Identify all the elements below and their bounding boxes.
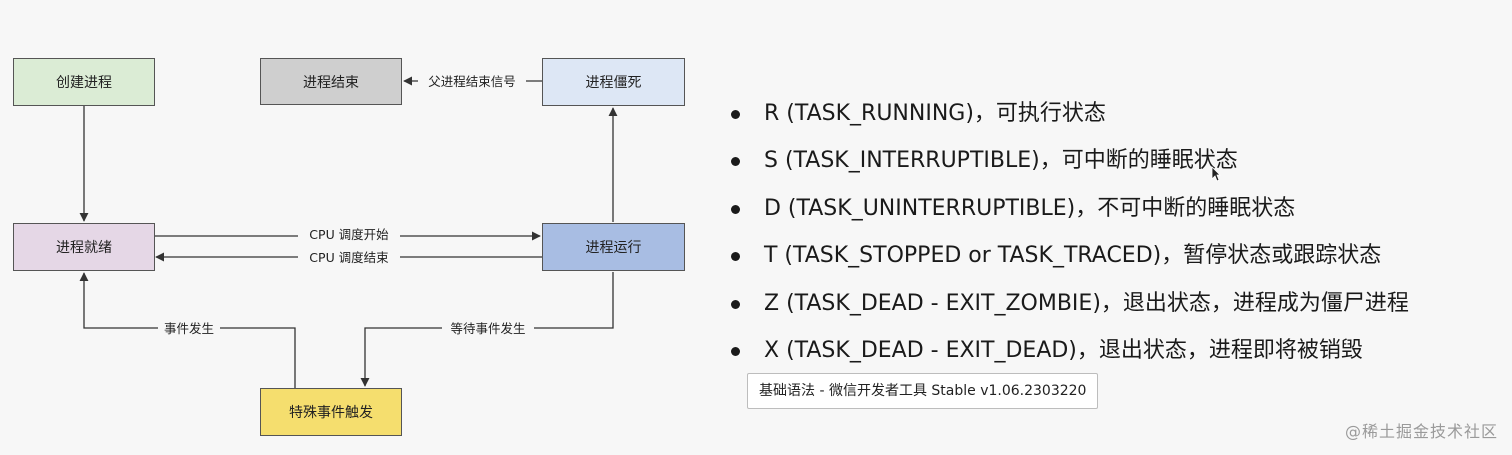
node-special-event: 特殊事件触发 <box>260 388 402 436</box>
node-process-end: 进程结束 <box>260 58 402 105</box>
state-item-text: R (TASK_RUNNING)，可执行状态 <box>764 101 1106 126</box>
state-item-t: T (TASK_STOPPED or TASK_TRACED)，暂停状态或跟踪状… <box>728 234 1409 281</box>
node-process-running-label: 进程运行 <box>585 240 642 256</box>
mouse-cursor-icon <box>1211 166 1221 186</box>
node-process-zombie: 进程僵死 <box>542 58 685 106</box>
state-item-d: D (TASK_UNINTERRUPTIBLE)，不可中断的睡眠状态 <box>728 187 1409 234</box>
state-item-r: R (TASK_RUNNING)，可执行状态 <box>728 92 1409 139</box>
node-create-process: 创建进程 <box>13 58 155 106</box>
state-item-s: S (TASK_INTERRUPTIBLE)，可中断的睡眠状态 <box>728 139 1409 186</box>
state-item-x: X (TASK_DEAD - EXIT_DEAD)，退出状态，进程即将被销毁 <box>728 329 1409 376</box>
node-process-ready-label: 进程就绪 <box>56 240 112 256</box>
edge-label-event-occur: 事件发生 <box>164 321 214 336</box>
edge-label-parent-end-signal: 父进程结束信号 <box>428 74 516 89</box>
bullet-icon <box>731 204 740 214</box>
state-item-text: S (TASK_INTERRUPTIBLE)，可中断的睡眠状态 <box>764 148 1238 174</box>
state-item-z: Z (TASK_DEAD - EXIT_ZOMBIE)，退出状态，进程成为僵尸进… <box>728 282 1409 329</box>
bullet-icon <box>731 346 740 356</box>
bullet-icon <box>731 157 740 167</box>
node-process-end-label: 进程结束 <box>303 74 359 91</box>
window-title-tooltip: 基础语法 - 微信开发者工具 Stable v1.06.2303220 <box>747 373 1099 409</box>
state-item-text: X (TASK_DEAD - EXIT_DEAD)，退出状态，进程即将被销毁 <box>764 337 1363 363</box>
watermark: @稀土掘金技术社区 <box>1344 422 1498 441</box>
node-process-ready: 进程就绪 <box>13 223 155 271</box>
edge-label-cpu-start: CPU 调度开始 <box>309 227 389 242</box>
diagram-edges: 父进程结束信号 CPU 调度开始 CPU 调度结束 事件发生 等待事件发生 <box>79 72 618 388</box>
bullet-icon <box>731 299 740 309</box>
edge-label-cpu-end: CPU 调度结束 <box>309 250 389 265</box>
edge-label-wait-event: 等待事件发生 <box>450 321 525 336</box>
node-process-zombie-label: 进程僵死 <box>585 75 642 91</box>
process-state-list: R (TASK_RUNNING)，可执行状态 S (TASK_INTERRUPT… <box>728 92 1409 376</box>
bullet-icon <box>731 252 740 262</box>
node-process-running: 进程运行 <box>542 223 685 271</box>
state-item-text: Z (TASK_DEAD - EXIT_ZOMBIE)，退出状态，进程成为僵尸进… <box>764 290 1409 316</box>
state-item-text: D (TASK_UNINTERRUPTIBLE)，不可中断的睡眠状态 <box>764 195 1296 221</box>
node-create-process-label: 创建进程 <box>56 75 112 91</box>
node-special-event-label: 特殊事件触发 <box>289 405 373 421</box>
bullet-icon <box>731 110 740 119</box>
state-item-text: T (TASK_STOPPED or TASK_TRACED)，暂停状态或跟踪状… <box>764 243 1382 269</box>
